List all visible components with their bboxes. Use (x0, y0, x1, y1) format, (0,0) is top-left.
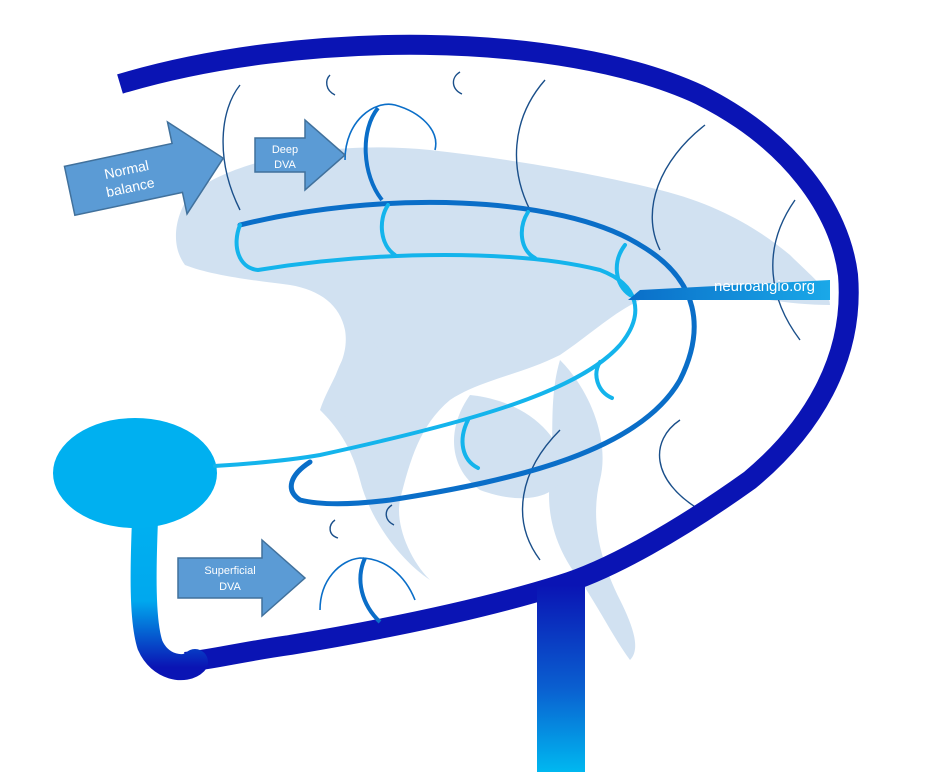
outer-vein (117, 34, 859, 672)
inner-vein-loop (213, 199, 697, 507)
deep-dva-label-line2: DVA (274, 159, 296, 171)
left-tube (130, 507, 208, 681)
brain-shadow (175, 147, 830, 660)
superficial-dva-label-line2: DVA (219, 581, 241, 593)
deep-dva-arrow: Deep DVA (254, 118, 347, 192)
venous-sinus-blob (53, 418, 217, 528)
watermark: neuroangio.org (714, 278, 815, 295)
superficial-dva-arrow: Superficial DVA (177, 538, 307, 618)
superficial-dva-vessels (319, 557, 416, 624)
deep-dva-label-line1: Deep (272, 144, 298, 156)
deep-dva-vessels (344, 103, 437, 202)
superficial-dva-label-line1: Superficial (204, 565, 255, 577)
medullary-collector (628, 280, 830, 300)
normal-balance-arrow: Normal balance (63, 120, 225, 217)
thin-veins (222, 71, 801, 561)
vertical-trunk (537, 585, 585, 772)
